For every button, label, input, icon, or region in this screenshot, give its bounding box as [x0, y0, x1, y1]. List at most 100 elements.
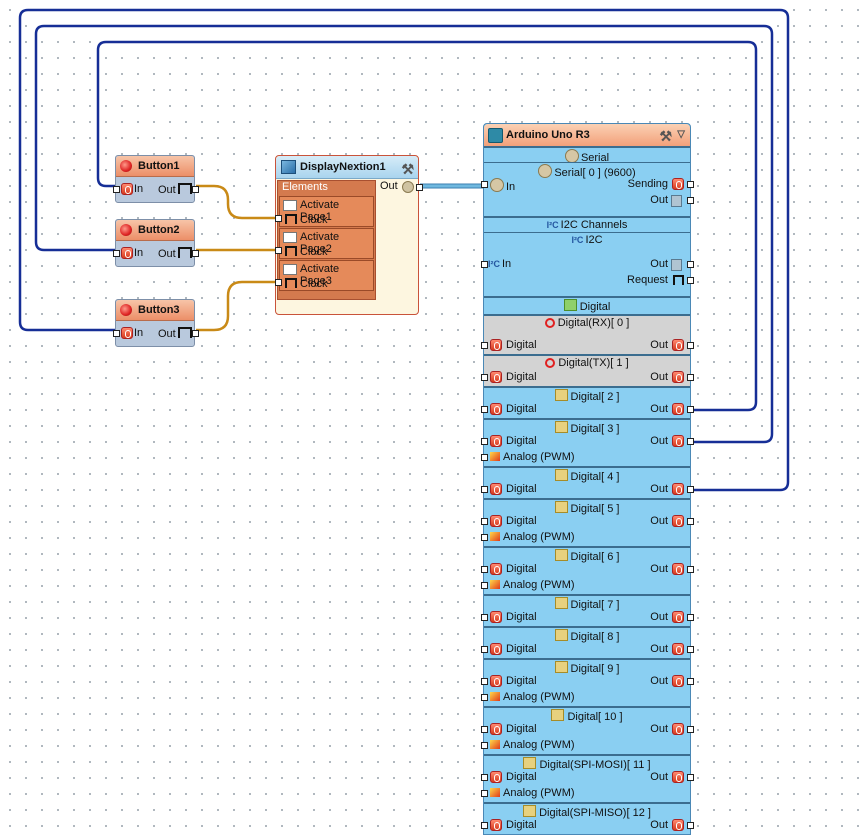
i2c-request-pin[interactable]: [687, 277, 694, 284]
serial-out-pin[interactable]: [687, 197, 694, 204]
pin-icon: [554, 469, 568, 481]
element-activate-page1[interactable]: Activate Page1 Clock: [275, 196, 374, 227]
serial-in-pin[interactable]: [481, 181, 488, 188]
pin-icon: [554, 501, 568, 513]
pin8-out[interactable]: [687, 646, 694, 653]
pin5-out[interactable]: [687, 518, 694, 525]
disabled-icon: [544, 318, 555, 328]
pin-title: Digital(SPI-MISO)[ 12 ]: [484, 805, 690, 819]
digital-icon: [490, 403, 502, 415]
pin-analog-label: Analog (PWM): [490, 451, 575, 463]
pin9-out[interactable]: [687, 678, 694, 685]
page1-clock-pin[interactable]: [275, 215, 282, 222]
pin9-digital-in[interactable]: [481, 678, 488, 685]
pin-title: Digital[ 3 ]: [484, 421, 690, 435]
button2-in-pin[interactable]: [113, 250, 120, 257]
wire-button1-to-page1[interactable]: [196, 184, 278, 220]
clock-label: Clock: [300, 278, 328, 290]
button1-header[interactable]: Button1: [116, 156, 194, 177]
tools-icon[interactable]: ⚒: [659, 128, 672, 144]
pin1-digital-in[interactable]: [481, 374, 488, 381]
button1-component[interactable]: Button1 In Out: [113, 155, 199, 203]
digital-pin-9: Digital[ 9 ] Digital Out Analog (PWM): [481, 658, 694, 706]
digital-title: Digital: [484, 299, 690, 313]
clock-label: Clock: [300, 246, 328, 258]
i2c-in-pin[interactable]: [481, 261, 488, 268]
pin4-digital-in[interactable]: [481, 486, 488, 493]
button3-header[interactable]: Button3: [116, 300, 194, 321]
pin10-out[interactable]: [687, 726, 694, 733]
button2-component[interactable]: Button2 In Out: [113, 219, 199, 267]
pin6-out[interactable]: [687, 566, 694, 573]
serial-sending-pin[interactable]: [687, 181, 694, 188]
pin4-out[interactable]: [687, 486, 694, 493]
pin8-digital-in[interactable]: [481, 646, 488, 653]
digital-icon: [672, 723, 684, 735]
display-header[interactable]: DisplayNextion1 ⚒: [276, 156, 418, 179]
pin2-out[interactable]: [687, 406, 694, 413]
arduino-icon: [488, 128, 503, 143]
i2c-out-pin[interactable]: [687, 261, 694, 268]
pin5-analog-in[interactable]: [481, 534, 488, 541]
pin10-digital-in[interactable]: [481, 726, 488, 733]
element-activate-page3[interactable]: Activate Page3 Clock: [275, 260, 374, 291]
tools-icon[interactable]: ⚒: [401, 161, 414, 177]
digital-icon: [672, 339, 684, 351]
pin-output-label: Out: [650, 403, 668, 415]
pin0-digital-in[interactable]: [481, 342, 488, 349]
chevron-down-icon[interactable]: ▽: [677, 129, 685, 140]
digital-icon: [490, 483, 502, 495]
digital-pin-8: Digital[ 8 ] Digital Out: [481, 626, 694, 658]
button3-component[interactable]: Button3 In Out: [113, 299, 199, 347]
pin3-out[interactable]: [687, 438, 694, 445]
pin-icon: [523, 805, 537, 817]
pin3-analog-in[interactable]: [481, 454, 488, 461]
digital-icon: [672, 643, 684, 655]
wire-button3-to-page3[interactable]: [196, 280, 278, 332]
clock-pulse-icon: [177, 247, 192, 258]
button3-out-pin[interactable]: [192, 330, 199, 337]
button3-in-pin[interactable]: [113, 330, 120, 337]
push-button-icon: [120, 304, 132, 316]
clock-pulse-icon: [285, 246, 297, 258]
pin5-digital-in[interactable]: [481, 518, 488, 525]
arduino-uno-component[interactable]: Arduino Uno R3 ⚒ ▽ Serial Serial[ 0 ] (9…: [481, 123, 694, 835]
pin3-digital-in[interactable]: [481, 438, 488, 445]
button1-out-pin[interactable]: [192, 186, 199, 193]
button2-header[interactable]: Button2: [116, 220, 194, 241]
pin7-out[interactable]: [687, 614, 694, 621]
pin10-analog-in[interactable]: [481, 742, 488, 749]
pin11-analog-in[interactable]: [481, 790, 488, 797]
arduino-header[interactable]: Arduino Uno R3 ⚒ ▽: [484, 124, 690, 147]
display-out-pin[interactable]: [416, 184, 423, 191]
digital-group-icon: [563, 299, 577, 311]
pin12-out[interactable]: [687, 822, 694, 829]
pin9-analog-in[interactable]: [481, 694, 488, 701]
pin-output-label: Out: [650, 675, 668, 687]
elements-list[interactable]: Elements Activate Page1 Clock Activate P…: [275, 180, 376, 300]
button3-out-label: Out: [158, 327, 192, 340]
serial-in-label: In: [490, 178, 515, 193]
digital-icon: [490, 611, 502, 623]
pin-output-label: Out: [650, 771, 668, 783]
pin12-digital-in[interactable]: [481, 822, 488, 829]
pin2-digital-in[interactable]: [481, 406, 488, 413]
pin0-out[interactable]: [687, 342, 694, 349]
page2-clock-pin[interactable]: [275, 247, 282, 254]
pin11-out[interactable]: [687, 774, 694, 781]
display-nextion-component[interactable]: DisplayNextion1 ⚒ Elements Activate Page…: [275, 155, 423, 315]
element-activate-page2[interactable]: Activate Page2 Clock: [275, 228, 374, 259]
pin11-digital-in[interactable]: [481, 774, 488, 781]
page3-clock-pin[interactable]: [275, 279, 282, 286]
serial-channel-title: Serial[ 0 ] (9600): [484, 164, 690, 179]
pin6-digital-in[interactable]: [481, 566, 488, 573]
button2-out-pin[interactable]: [192, 250, 199, 257]
pin1-out[interactable]: [687, 374, 694, 381]
digital-icon: [672, 435, 684, 447]
button1-in-pin[interactable]: [113, 186, 120, 193]
pin6-analog-in[interactable]: [481, 582, 488, 589]
pin-output-label: Out: [650, 723, 668, 735]
pin7-digital-in[interactable]: [481, 614, 488, 621]
digital-pin-10: Digital[ 10 ] Digital Out Analog (PWM): [481, 706, 694, 754]
